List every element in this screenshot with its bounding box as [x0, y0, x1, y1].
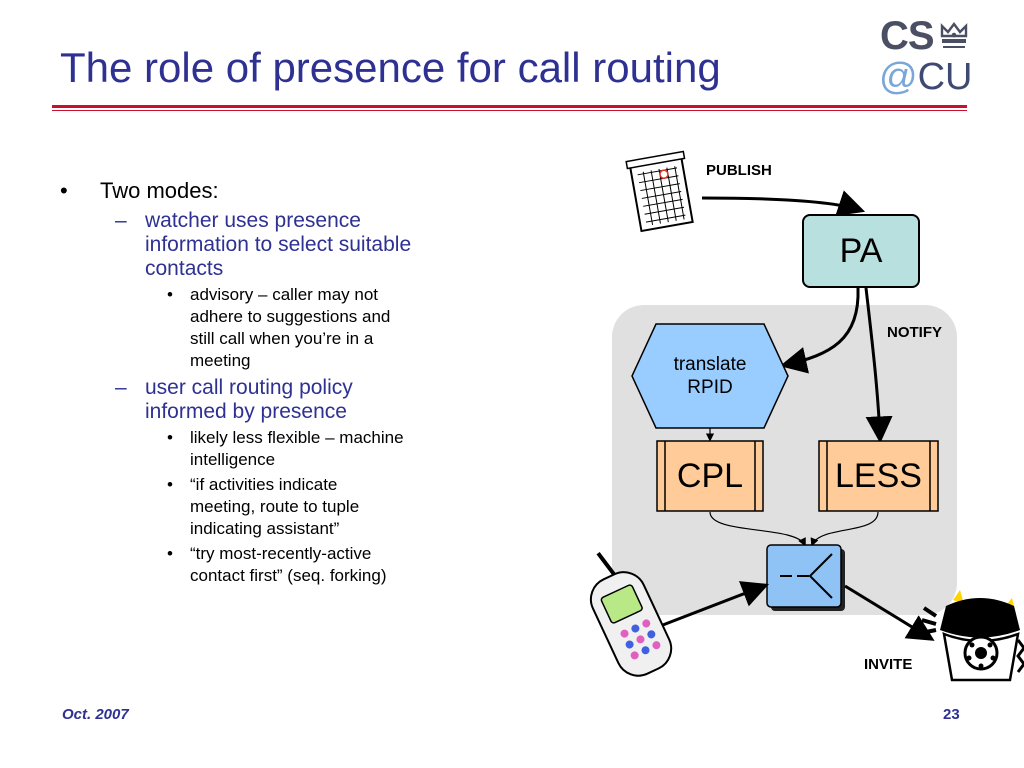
bullet-mark: • [167, 428, 173, 447]
bullet-line: “try most-recently-active [190, 544, 372, 563]
cpl-to-proxy-arrow [709, 511, 806, 547]
dash-mark: – [115, 376, 127, 399]
title-underline-thin [52, 110, 967, 111]
routing-diagram: PUBLISH NOTIFY INVITE PA translate RPID … [560, 140, 1024, 700]
bullet-line: meeting, route to tuple [190, 497, 360, 516]
publish-arrow [701, 190, 866, 216]
bullet-watcher: – watcher uses presence information to s… [60, 209, 500, 281]
page-number: 23 [943, 706, 960, 723]
translate-rpid-hexagon [631, 323, 789, 429]
bullet-list: • Two modes: – watcher uses presence inf… [60, 178, 500, 587]
logo-at: @ [879, 56, 918, 98]
crown-icon [940, 22, 968, 48]
bullet-mark: • [60, 178, 68, 203]
less-box [818, 440, 939, 512]
calendar-icon [625, 150, 694, 233]
bullet-text: Two modes: [100, 178, 219, 203]
bullet-two-modes: • Two modes: [60, 178, 500, 204]
bullet-line: contact first” (seq. forking) [190, 566, 387, 585]
logo-cs-text: CS [880, 14, 935, 58]
invite-label: INVITE [864, 656, 913, 673]
notify-label: NOTIFY [887, 324, 942, 341]
bullet-line: user call routing policy [145, 376, 353, 399]
bullet-line: watcher uses presence [145, 209, 361, 232]
invite-arrow [844, 584, 935, 641]
bullet-most-recent: • “try most-recently-active contact firs… [60, 543, 500, 587]
pa-to-translate-arrow [779, 287, 860, 374]
title-underline [52, 105, 967, 108]
bullet-line: intelligence [190, 450, 276, 469]
bullet-if-activities: • “if activities indicate meeting, route… [60, 474, 500, 540]
telephone-icon [921, 590, 1024, 682]
bullet-line: “if activities indicate [190, 475, 338, 494]
phone-to-proxy-arrow [654, 581, 770, 630]
bullet-line: meeting [190, 351, 251, 370]
bullet-mark: • [167, 544, 173, 563]
bullet-advisory: • advisory – caller may not adhere to su… [60, 284, 500, 372]
logo-cu: @CU [879, 56, 972, 99]
publish-label: PUBLISH [706, 162, 772, 179]
footer-date: Oct. 2007 [62, 706, 129, 723]
notify-arrow [864, 287, 893, 444]
pa-box: PA [802, 214, 920, 288]
cs-cu-logo: CS @CU [877, 14, 977, 98]
bullet-mark: • [167, 475, 173, 494]
bullet-line: contacts [145, 257, 224, 280]
cpl-box [656, 440, 764, 512]
less-to-proxy-arrow [810, 511, 879, 547]
dash-mark: – [115, 209, 127, 232]
bullet-line: information to select suitable [145, 233, 412, 256]
bullet-line: adhere to suggestions and [190, 307, 391, 326]
bullet-line: informed by presence [145, 400, 347, 423]
bullet-mark: • [167, 285, 173, 304]
rpid-line: RPID [687, 377, 733, 398]
proxy-fork-icon [766, 544, 845, 611]
translate-rpid-label: translate RPID [632, 336, 788, 416]
bullet-line: advisory – caller may not [190, 285, 379, 304]
translate-line: translate [673, 354, 747, 375]
cpl-label: CPL [676, 456, 744, 495]
diagram-canvas [589, 150, 1024, 682]
bullet-user-policy: – user call routing policy informed by p… [60, 376, 500, 424]
bullet-line: likely less flexible – machine [190, 428, 404, 447]
cell-phone-icon [589, 552, 673, 677]
less-label: LESS [835, 456, 922, 495]
logo-cu-text: CU [917, 56, 973, 98]
bullet-line: indicating assistant” [190, 519, 340, 538]
bullet-line: still call when you’re in a [190, 329, 374, 348]
bullet-less-flexible: • likely less flexible – machine intelli… [60, 427, 500, 471]
slide-title: The role of presence for call routing [60, 44, 721, 91]
